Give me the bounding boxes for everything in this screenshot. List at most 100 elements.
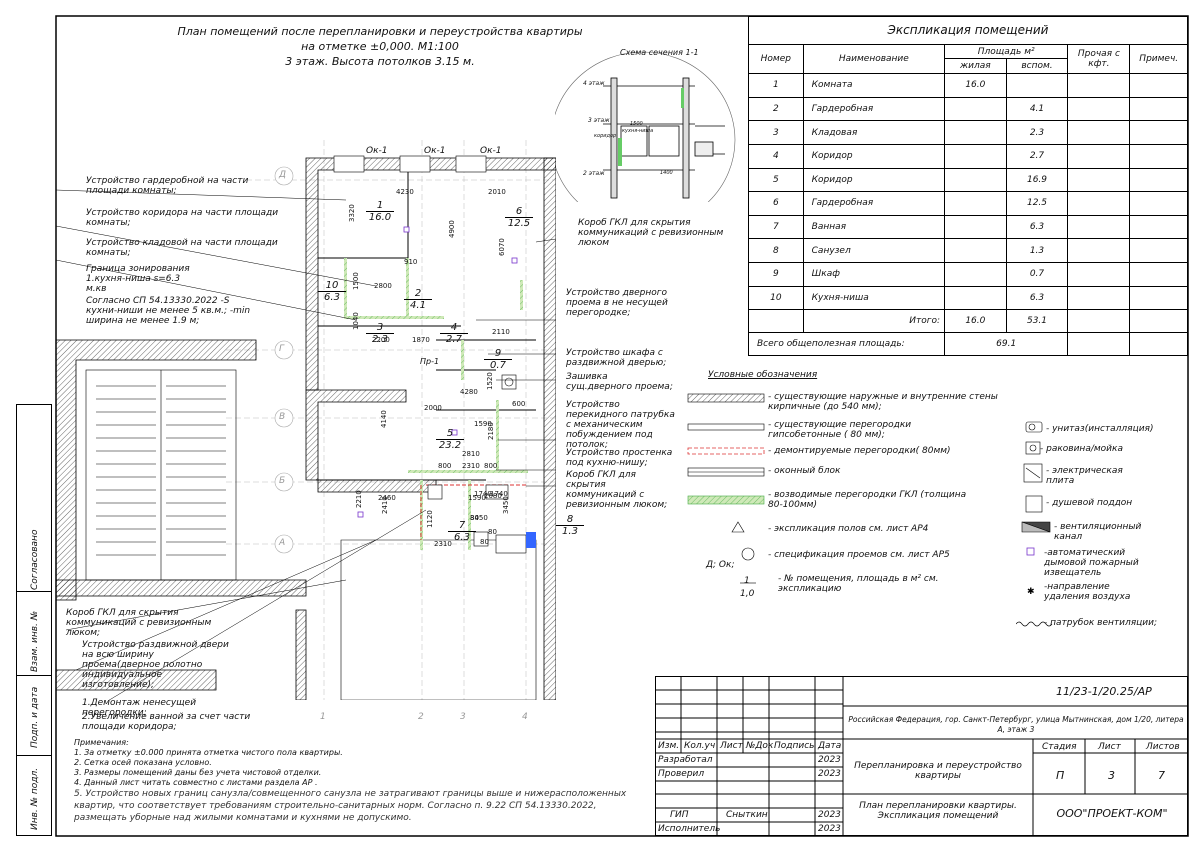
dimension-label: 2210 <box>355 490 363 508</box>
section-scheme <box>555 51 736 202</box>
room-living-area <box>944 143 1007 169</box>
total-label: Итого: <box>802 309 946 334</box>
col-aux: вспом. <box>1005 58 1069 74</box>
dimension-label: 2810 <box>462 450 480 458</box>
dimension-label: 1590 <box>468 494 486 502</box>
floor2-label: 2 этаж <box>583 170 605 177</box>
dimension-label: 1500 <box>352 272 360 290</box>
legend-stove: - электрическая плита <box>1046 466 1123 486</box>
room-other <box>1067 285 1131 311</box>
room-name: Шкаф <box>802 262 946 287</box>
room-other <box>1067 214 1131 240</box>
window-label: Ок-1 <box>480 146 502 156</box>
legend-shower: - душевой поддон <box>1046 498 1133 508</box>
title-block: 11/23-1/20.25/АР Российская Федерация, г… <box>655 676 1188 836</box>
room-number-label: 9 <box>494 348 502 359</box>
note-5: 5. Устройство новых границ санузла/совме… <box>74 789 627 823</box>
dimension-label: 2010 <box>488 188 506 196</box>
dimension-label: 800 <box>484 462 498 470</box>
room-number-label: 5 <box>446 428 454 439</box>
room-aux-area: 6.3 <box>1005 285 1069 311</box>
room-aux-area <box>1005 73 1069 98</box>
side-inv-cell <box>17 755 51 835</box>
room-name: Гардеробная <box>802 191 946 216</box>
window-label: Ок-1 <box>424 146 446 156</box>
dimension-label: 4230 <box>396 188 414 196</box>
room-note <box>1129 167 1188 193</box>
room-number: 1 <box>748 73 804 98</box>
side-agreed: Согласовано <box>30 529 40 590</box>
room-living-area <box>944 167 1007 193</box>
room-number-label: 10 <box>325 280 339 291</box>
legend-toilet: - унитаз(инсталляция) <box>1046 424 1154 434</box>
room-number-label: 2 <box>414 288 422 299</box>
room-other <box>1067 143 1131 169</box>
stadia-value: П <box>1056 769 1065 782</box>
razrab-year: 2023 <box>818 755 841 765</box>
room-number-label: 6 <box>515 206 523 217</box>
room-name: Ванная <box>802 214 946 240</box>
floor-plan <box>56 140 556 700</box>
legend-gkl: - возводимые перегородки ГКЛ (толщина 80… <box>768 490 967 510</box>
room-area-label: 12.5 <box>505 217 533 229</box>
gip-label: ГИП <box>670 810 689 820</box>
axis-g: Г <box>279 344 285 354</box>
door-pr1: Пр-1 <box>420 357 440 366</box>
legend-title: Условные обозначения <box>708 370 818 380</box>
room-area-label: 4.1 <box>404 299 432 311</box>
room-name: Комната <box>802 73 946 98</box>
listov-header: Листов <box>1146 742 1180 752</box>
legend-mark-1: 1 <box>744 576 750 586</box>
floor4-label: 4 этаж <box>583 80 605 87</box>
room-name: Гардеробная <box>802 96 946 122</box>
dimension-label: 3320 <box>348 204 356 222</box>
dimension-label: 1740 <box>490 490 508 498</box>
legend-air: -направление удаления воздуха <box>1044 582 1131 602</box>
axis-v: В <box>279 412 286 422</box>
side-vzam: Взам. инв. № <box>30 610 40 672</box>
room-name: Санузел <box>802 238 946 264</box>
room-living-area: 16.0 <box>944 73 1007 98</box>
legend-symbols <box>687 393 765 584</box>
room-area-label: 2.3 <box>366 333 394 345</box>
side-stamp <box>16 404 52 836</box>
legend-smoke: -автоматический дымовой пожарный извещат… <box>1044 548 1139 578</box>
window-label: Ок-1 <box>366 146 388 156</box>
callout-sp: Согласно СП 54.13330.2022 -S кухни-ниши … <box>86 296 251 326</box>
room-note <box>1129 96 1188 122</box>
note-4: 4. Данный лист читать совместно с листам… <box>74 778 318 787</box>
room-number-label: 7 <box>458 520 466 531</box>
h-koluch: Кол.уч <box>684 741 716 751</box>
doc-code: 11/23-1/20.25/АР <box>1056 685 1152 698</box>
room-other <box>1067 167 1131 193</box>
svg-text:✱: ✱ <box>1027 587 1035 597</box>
dimension-label: 80 <box>488 528 497 536</box>
dimension-label: 2200 <box>372 336 390 344</box>
callout-sliding: Устройство раздвижной двери на всю ширин… <box>82 640 229 690</box>
axis-2: 2 <box>418 712 424 722</box>
room-living-area <box>944 120 1007 145</box>
ispolnitel-year: 2023 <box>818 824 841 834</box>
proveril-year: 2023 <box>818 769 841 779</box>
stadia-header: Стадия <box>1042 742 1077 752</box>
room-other <box>1067 262 1131 287</box>
dimension-label: 2000 <box>424 404 442 412</box>
room-note <box>1129 238 1188 264</box>
company: ООО"ПРОЕКТ-КОМ" <box>1056 807 1168 820</box>
col-number: Номер <box>748 43 804 75</box>
room-number: 7 <box>748 214 804 240</box>
kitchen-label: кухня-ниша <box>622 128 654 134</box>
project-name: Перепланировка и переустройство квартиры <box>854 761 1022 781</box>
room-aux-area: 2.7 <box>1005 143 1069 169</box>
dimension-label: 1040 <box>352 312 360 330</box>
room-other <box>1067 73 1131 98</box>
grand-value: 69.1 <box>944 332 1069 356</box>
side-inv: Инв. № подл. <box>30 767 40 830</box>
